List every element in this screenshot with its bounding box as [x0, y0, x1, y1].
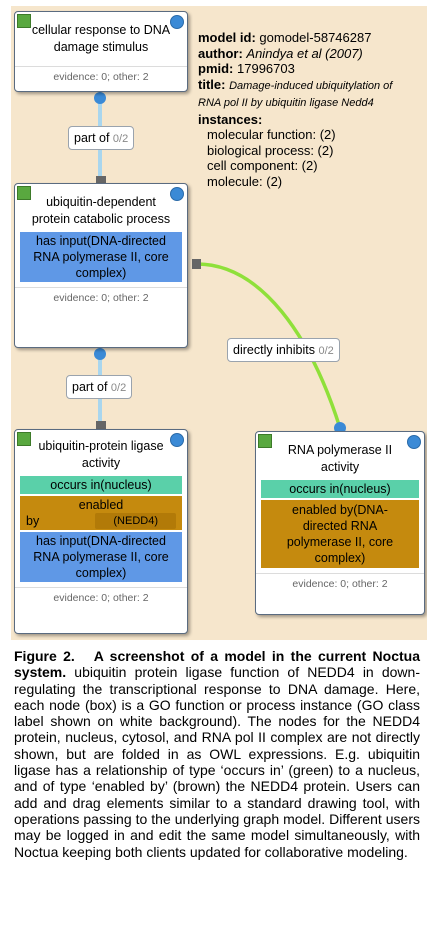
node-evidence: evidence: 0; other: 2: [15, 287, 187, 307]
title-label: title:: [198, 76, 226, 92]
caption-figure-number: Figure 2.: [14, 648, 75, 664]
node-evidence: evidence: 0; other: 2: [15, 66, 187, 86]
edge-endpoint-square: [192, 259, 201, 269]
node-drag-handle[interactable]: [17, 14, 31, 28]
title-value: Damage-induced ubiquitylation of RNA pol…: [198, 79, 393, 110]
edge-endpoint-square: [96, 176, 106, 184]
edge-endpoint-dot: [94, 92, 106, 104]
edge-endpoint-square: [96, 421, 106, 429]
has-input-section[interactable]: has input(DNA-directed RNA polymerase II…: [20, 532, 182, 582]
node-drag-handle[interactable]: [17, 432, 31, 446]
node-title: RNA polymerase II activity: [287, 443, 393, 474]
node-title: ubiquitin-protein ligase activity: [38, 439, 164, 470]
edge-label-count: 0/2: [318, 345, 334, 357]
instance-count: molecular function: (2): [207, 127, 336, 142]
edge-label-count: 0/2: [112, 133, 129, 145]
occurs-in-section[interactable]: occurs in(nucleus): [261, 480, 419, 498]
edge-label-text: part of: [74, 131, 110, 145]
node-connect-handle[interactable]: [170, 15, 184, 29]
node-drag-handle[interactable]: [17, 186, 31, 200]
pmid-label: pmid:: [198, 61, 234, 76]
author-value: Anindya et al (2007): [246, 45, 363, 61]
author-label: author:: [198, 45, 243, 61]
edge-label-text: directly inhibits: [233, 343, 315, 357]
directly-inhibits-edge[interactable]: [196, 262, 342, 429]
enabled-by-section[interactable]: enabled by (NEDD4): [20, 496, 182, 530]
model-canvas[interactable]: cellular response to DNA damage stimulus…: [11, 6, 427, 640]
enabled-label: enabled: [78, 498, 124, 512]
node-drag-handle[interactable]: [258, 434, 272, 448]
node-title: ubiquitin-dependent protein catabolic pr…: [31, 195, 171, 226]
node-ligase-activity[interactable]: ubiquitin-protein ligase activity occurs…: [14, 429, 188, 634]
model-info-panel: model id: gomodel-58746287 author: Anind…: [198, 30, 418, 189]
node-polymerase-activity[interactable]: RNA polymerase II activity occurs in(nuc…: [255, 431, 425, 615]
has-input-section[interactable]: has input(DNA-directed RNA polymerase II…: [20, 232, 182, 282]
instances-label: instances:: [198, 111, 263, 127]
edge-label-count: 0/2: [110, 382, 127, 394]
node-evidence: evidence: 0; other: 2: [256, 573, 424, 593]
edge-label-part-of-bottom[interactable]: part of 0/2: [66, 375, 133, 399]
figure-caption: Figure 2. A screenshot of a model in the…: [14, 648, 420, 860]
node-connect-handle[interactable]: [170, 187, 184, 201]
caption-heading: A screenshot of a model in the current N…: [14, 648, 420, 681]
occurs-in-section[interactable]: occurs in(nucleus): [20, 476, 182, 494]
instance-count: molecule: (2): [207, 173, 283, 189]
edge-label-text: part of: [72, 380, 108, 394]
node-evidence: evidence: 0; other: 2: [15, 587, 187, 607]
node-catabolic-process[interactable]: ubiquitin-dependent protein catabolic pr…: [14, 183, 188, 348]
edge-layer: [94, 92, 346, 434]
enabled-by-section[interactable]: enabled by(DNA-directed RNA polymerase I…: [261, 500, 419, 568]
edge-endpoint-dot: [94, 348, 106, 360]
node-title: cellular response to DNA damage stimulus: [31, 23, 171, 54]
instance-count: cell component: (2): [207, 158, 318, 173]
nedd4-protein[interactable]: (NEDD4): [95, 513, 176, 529]
node-dna-damage-response[interactable]: cellular response to DNA damage stimulus…: [14, 11, 188, 92]
node-connect-handle[interactable]: [407, 435, 421, 449]
caption-body: ubiquitin protein ligase function of NED…: [14, 664, 420, 860]
instance-count: biological process: (2): [207, 142, 334, 158]
model-id-value: gomodel-58746287: [259, 30, 372, 45]
pmid-value: 17996703: [237, 61, 295, 76]
by-label: by: [26, 514, 40, 528]
model-id-label: model id:: [198, 30, 256, 45]
edge-label-directly-inhibits[interactable]: directly inhibits 0/2: [227, 338, 340, 362]
node-connect-handle[interactable]: [170, 433, 184, 447]
edge-label-part-of-top[interactable]: part of 0/2: [68, 126, 135, 150]
